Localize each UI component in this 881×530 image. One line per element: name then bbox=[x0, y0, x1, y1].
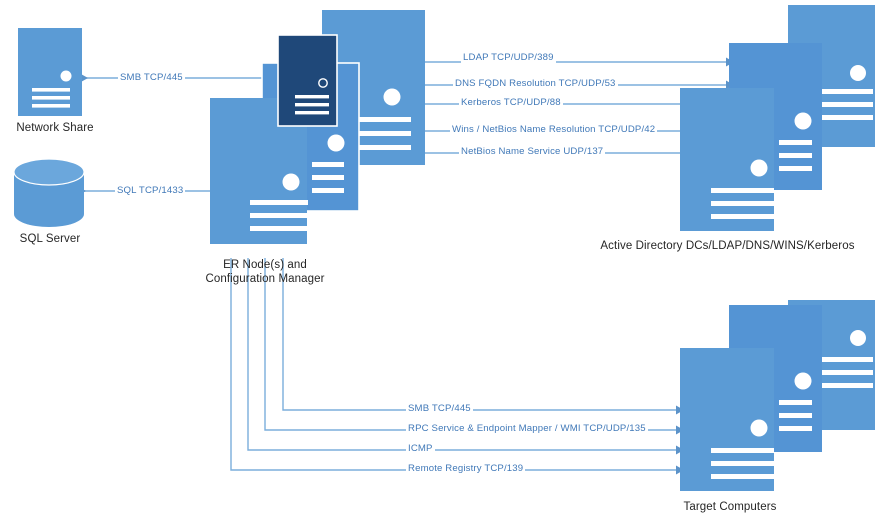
server-icon-front bbox=[680, 88, 774, 231]
node-target-computers-cluster[interactable] bbox=[680, 300, 875, 491]
flow-label-kerberos-88: Kerberos TCP/UDP/88 bbox=[459, 97, 563, 108]
node-er-node-cluster[interactable] bbox=[210, 10, 425, 244]
flow-label-ldap-389: LDAP TCP/UDP/389 bbox=[461, 52, 556, 63]
flow-label-icmp: ICMP bbox=[406, 443, 435, 454]
flow-label-sql-1433: SQL TCP/1433 bbox=[115, 185, 186, 196]
server-icon-primary-navy bbox=[277, 34, 338, 127]
database-icon-body bbox=[14, 172, 84, 227]
server-icon-front bbox=[680, 348, 774, 491]
node-network-share[interactable] bbox=[18, 28, 82, 116]
node-active-directory-cluster[interactable] bbox=[680, 5, 875, 231]
connectors-target-computers bbox=[230, 258, 684, 475]
server-icon-bar bbox=[32, 96, 70, 100]
connector-smb-445-target bbox=[282, 258, 684, 415]
server-icon-bar bbox=[32, 104, 70, 108]
flow-label-smb-445-target: SMB TCP/445 bbox=[406, 403, 473, 414]
node-sql-server[interactable] bbox=[13, 158, 85, 227]
connector-remote-registry-139 bbox=[230, 258, 684, 475]
connector-icmp bbox=[247, 258, 684, 455]
flow-label-dns-53: DNS FQDN Resolution TCP/UDP/53 bbox=[453, 78, 618, 89]
flow-label-smb-445-share: SMB TCP/445 bbox=[118, 72, 185, 83]
flow-label-rpc-wmi-135: RPC Service & Endpoint Mapper / WMI TCP/… bbox=[406, 423, 648, 434]
database-icon-top bbox=[14, 159, 84, 185]
server-icon-body bbox=[18, 28, 82, 116]
server-icon-led bbox=[60, 70, 72, 82]
server-icon-bar bbox=[32, 88, 70, 92]
flow-label-wins-42: Wins / NetBios Name Resolution TCP/UDP/4… bbox=[450, 124, 658, 135]
database-icon-top-rim bbox=[13, 158, 85, 186]
flow-label-netbios-137: NetBios Name Service UDP/137 bbox=[459, 146, 606, 157]
flow-label-remote-registry-139: Remote Registry TCP/139 bbox=[406, 463, 526, 474]
